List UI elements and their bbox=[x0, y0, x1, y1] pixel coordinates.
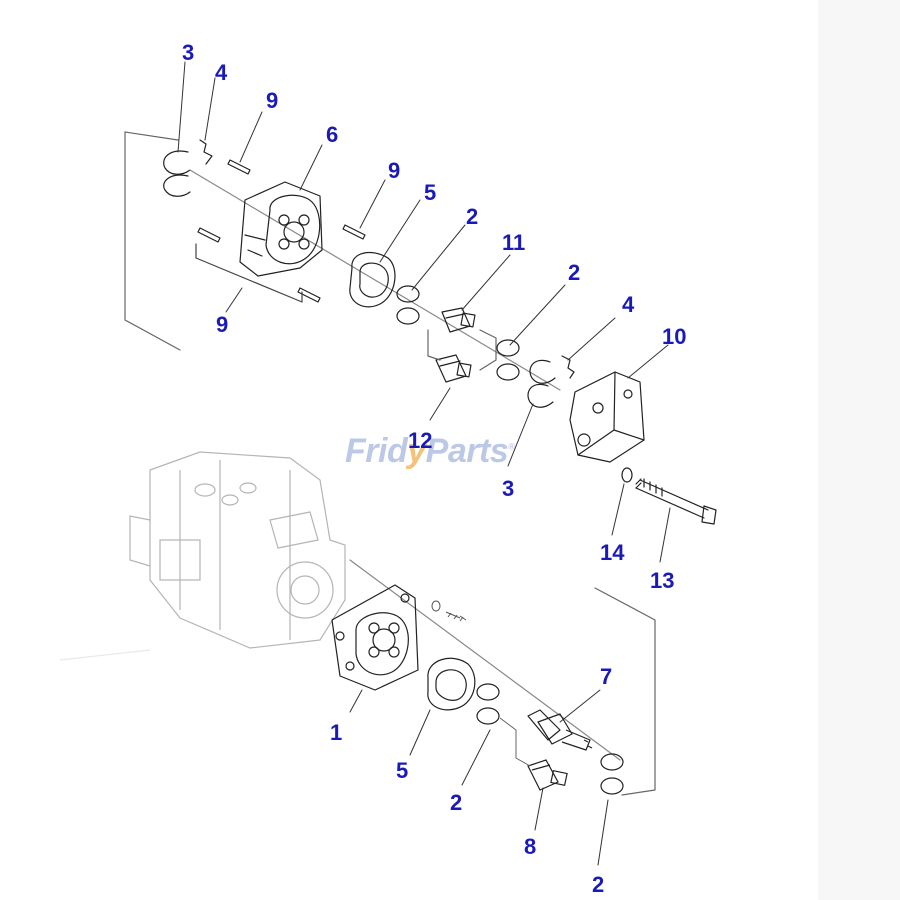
callout-11-gear: 11 bbox=[502, 230, 526, 255]
gear-link-line bbox=[427, 329, 441, 361]
callout-12-gear: 12 bbox=[408, 428, 433, 453]
callout-3-snap-ring: 3 bbox=[182, 40, 195, 65]
background-strip bbox=[818, 0, 900, 900]
o-ring-pair-b bbox=[496, 339, 520, 381]
callout-5-gasket: 5 bbox=[424, 180, 437, 205]
callout-2-o-ring: 2 bbox=[592, 872, 605, 897]
callout-9-pin: 9 bbox=[216, 312, 229, 337]
callout-4-key: 4 bbox=[215, 60, 228, 85]
gasket-upper bbox=[349, 251, 396, 308]
callout-4-key: 4 bbox=[622, 292, 635, 317]
callout-14-washer: 14 bbox=[600, 540, 625, 565]
gasket-lower bbox=[427, 657, 476, 711]
gear-link-lower bbox=[499, 717, 531, 767]
callout-6-pump-body: 6 bbox=[326, 122, 339, 147]
pump-body-upper bbox=[239, 181, 323, 277]
assembly-bracket-lower bbox=[594, 587, 656, 796]
main-pump-faded bbox=[59, 451, 346, 661]
axis-lower bbox=[349, 559, 621, 761]
gear-shaft-lower bbox=[527, 709, 593, 751]
callout-8-gear: 8 bbox=[524, 834, 537, 859]
dowel-pins-upper bbox=[197, 159, 366, 303]
key-right bbox=[561, 355, 575, 379]
pin-bracket bbox=[195, 243, 303, 303]
bolt bbox=[635, 478, 717, 525]
callout-10-cover: 10 bbox=[662, 324, 687, 349]
callout-13-bolt: 13 bbox=[650, 568, 675, 593]
callout-9-pin: 9 bbox=[388, 158, 401, 183]
gear-drive-upper bbox=[441, 307, 476, 333]
callout-5-gasket: 5 bbox=[396, 758, 409, 783]
snap-ring-right bbox=[527, 359, 556, 408]
callout-2-o-ring: 2 bbox=[466, 204, 479, 229]
axis-upper bbox=[189, 169, 561, 391]
o-ring-pair-c bbox=[476, 683, 500, 725]
callout-2-o-ring: 2 bbox=[568, 260, 581, 285]
pump-cover bbox=[569, 371, 645, 463]
o-ring-pair-d bbox=[600, 753, 624, 795]
watermark-logo: FridyParts® bbox=[345, 432, 515, 470]
o-ring-pair-a bbox=[396, 285, 420, 325]
flange-lower bbox=[331, 584, 419, 691]
callout-1-flange: 1 bbox=[330, 720, 343, 745]
gear-driven-lower bbox=[527, 759, 568, 791]
small-screws bbox=[431, 600, 467, 622]
gear-driven-upper bbox=[435, 354, 472, 383]
assembly-bracket-upper bbox=[124, 131, 181, 351]
key-upper bbox=[199, 139, 213, 165]
callout-3-snap-ring: 3 bbox=[502, 476, 515, 501]
callout-7-gear-shaft: 7 bbox=[600, 664, 613, 689]
washer bbox=[621, 467, 633, 483]
callout-2-o-ring: 2 bbox=[450, 790, 463, 815]
callout-9-pin: 9 bbox=[266, 88, 279, 113]
snap-ring-upper bbox=[163, 150, 191, 197]
gear-link-line-2 bbox=[479, 329, 497, 371]
